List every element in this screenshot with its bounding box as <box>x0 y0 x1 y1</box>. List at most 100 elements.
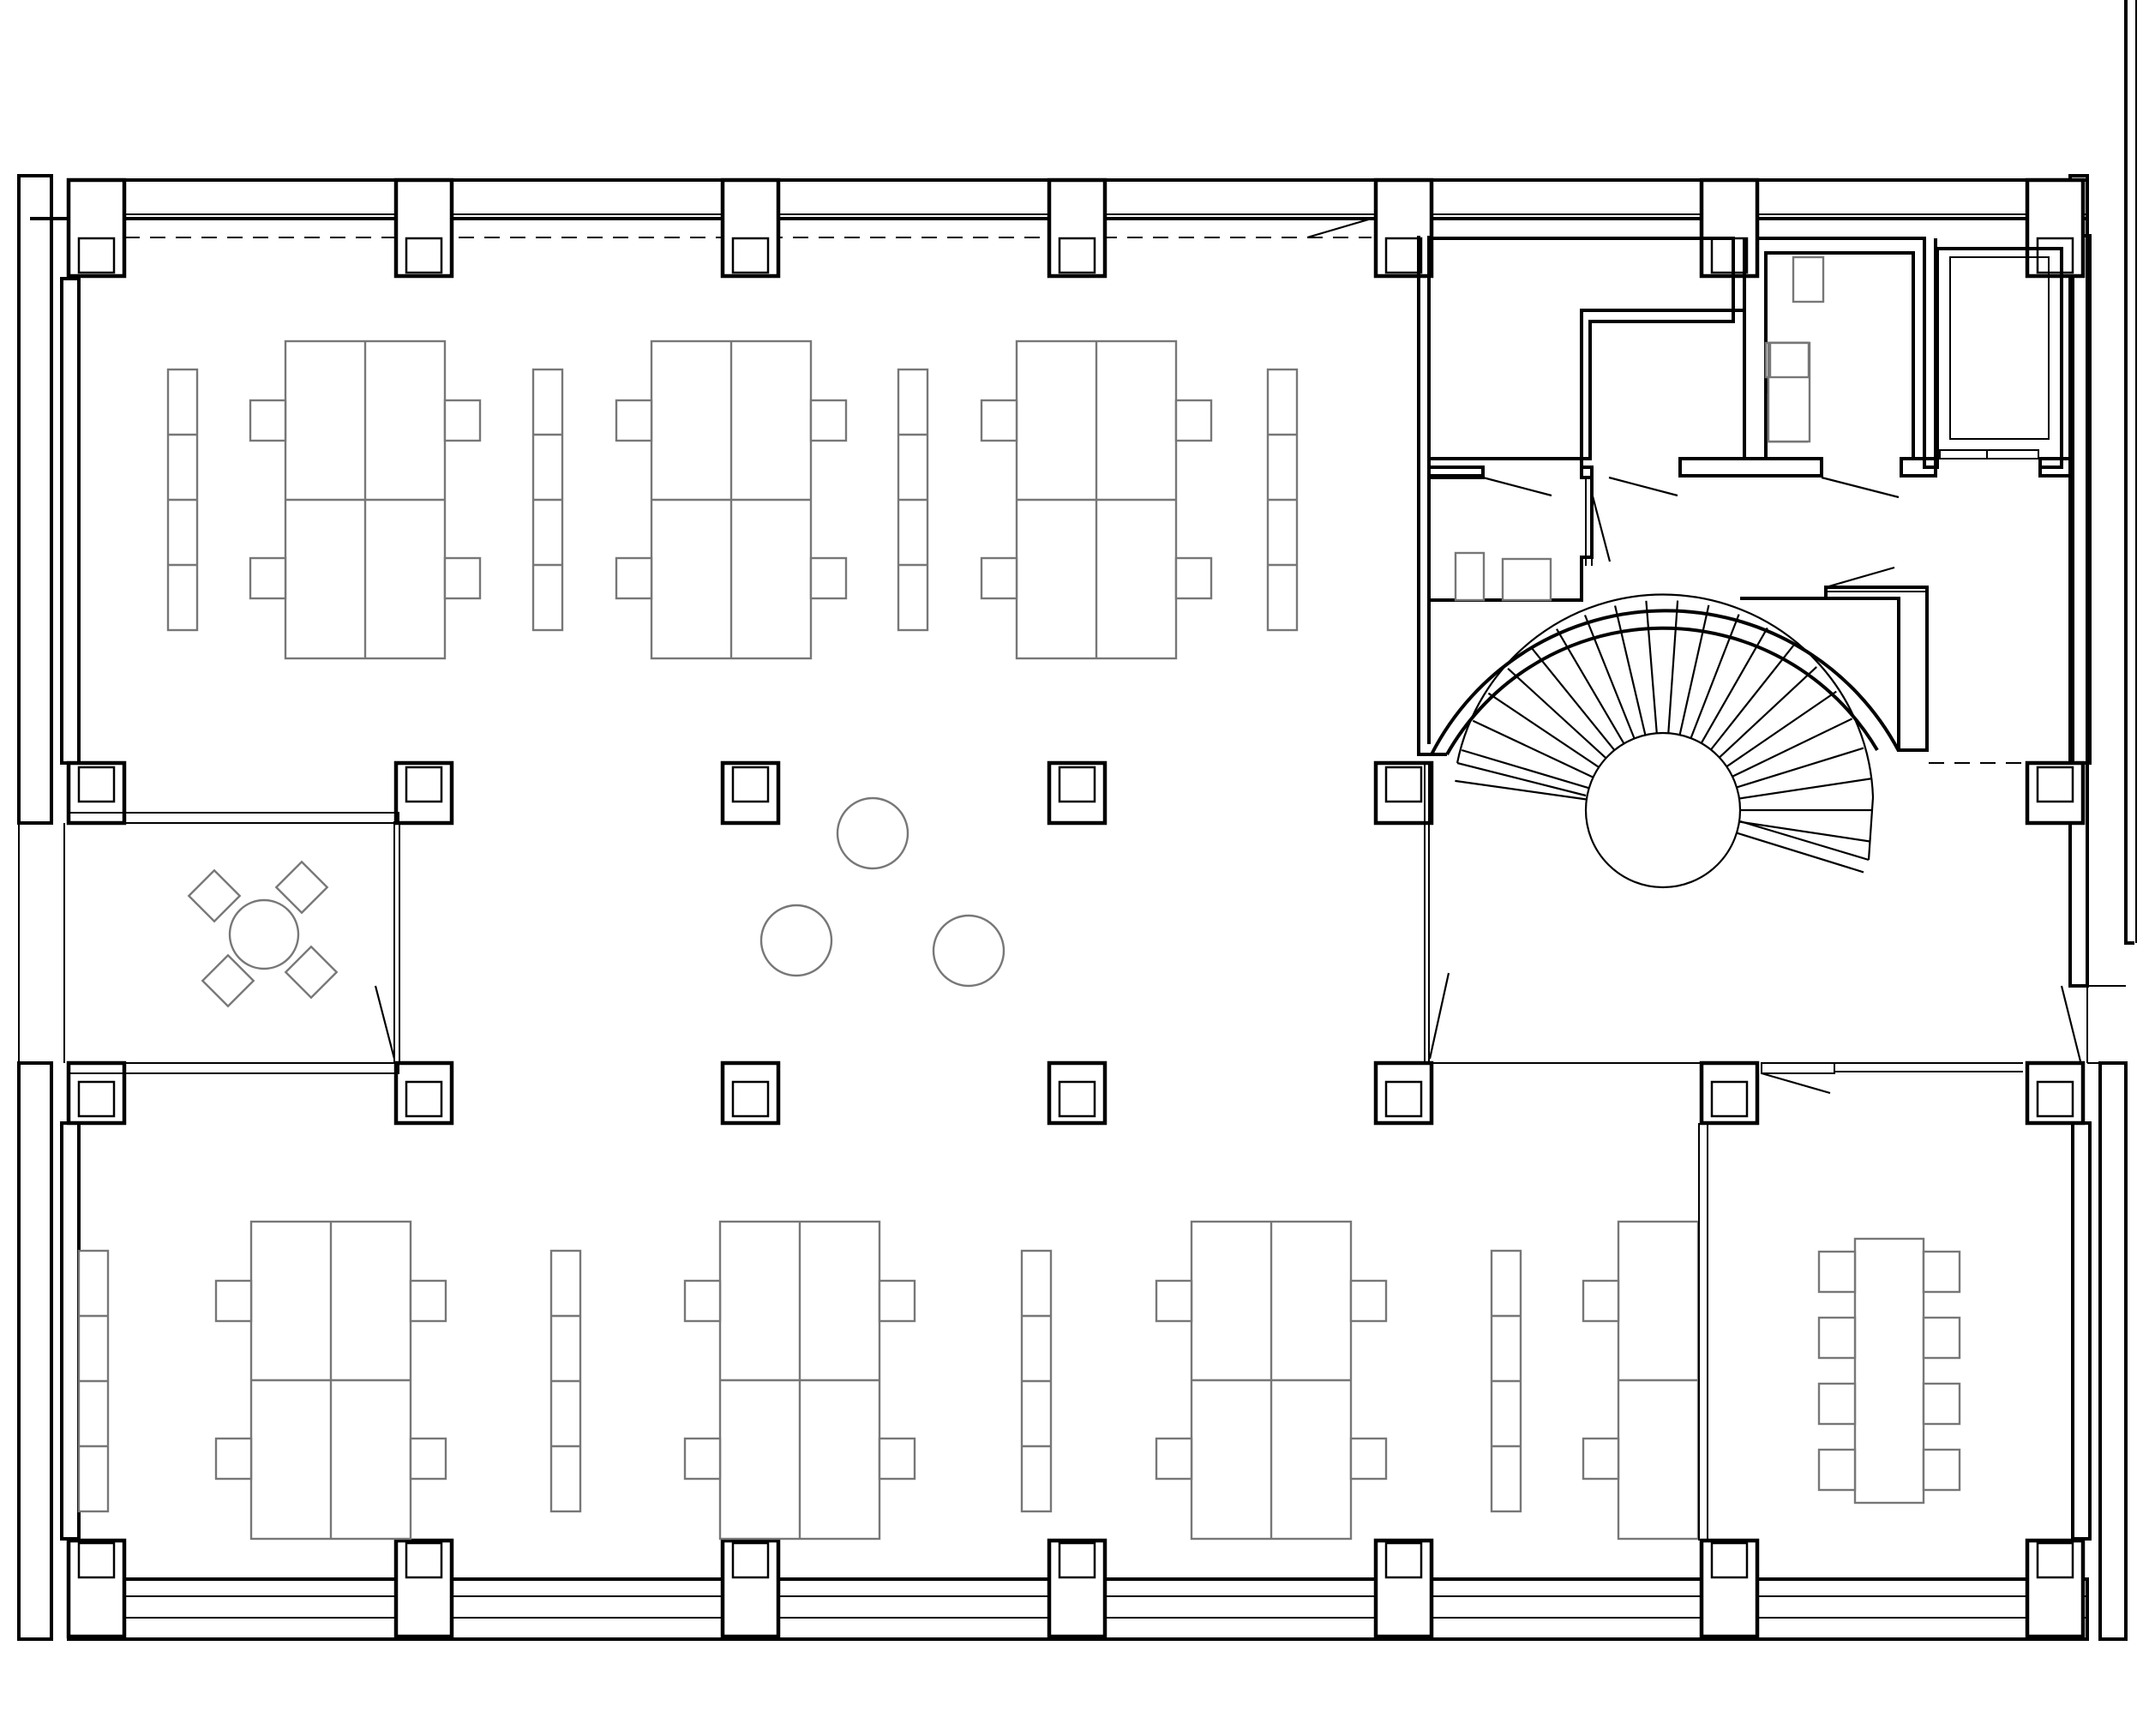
core-wall-west <box>1417 236 1447 756</box>
stair-tread <box>1556 628 1625 744</box>
shelf-unit <box>166 368 199 632</box>
lounge-stools <box>759 796 1005 988</box>
column-core <box>2036 1080 2074 1118</box>
stair-tread <box>1456 761 1587 797</box>
chair <box>1817 1250 1857 1294</box>
column-core <box>405 1541 443 1579</box>
chair <box>443 399 482 442</box>
stair-tread <box>1719 666 1817 759</box>
east-wall-lower <box>2071 1121 2092 1541</box>
column <box>720 760 781 826</box>
service-core <box>1417 236 2074 1064</box>
chair <box>1174 399 1213 442</box>
stair-outer-wall <box>1445 626 1879 755</box>
column-core <box>1384 766 1423 803</box>
nook-glass-wall-top <box>68 812 399 824</box>
corridor-wall-segment <box>1427 466 1485 479</box>
column-core <box>731 766 770 803</box>
north-office-furniture <box>166 339 1299 660</box>
column-core <box>2036 766 2074 803</box>
column-core <box>405 1080 443 1118</box>
column <box>1373 1060 1434 1126</box>
column-core <box>405 766 443 803</box>
column-core <box>77 1080 116 1118</box>
column <box>1047 1538 1108 1639</box>
shelf-unit <box>1266 368 1299 632</box>
desk-cluster <box>615 339 848 660</box>
column-core <box>1384 237 1423 274</box>
column-core <box>77 766 116 803</box>
chair <box>615 556 653 600</box>
column-core <box>731 1080 770 1118</box>
chair <box>409 1279 447 1323</box>
corridor-wall-segment <box>1678 457 1823 478</box>
stair-tread <box>1736 747 1864 789</box>
column <box>1373 760 1434 826</box>
door-swing <box>1825 566 1895 589</box>
stair-tread <box>1710 645 1795 751</box>
round-table <box>228 898 300 970</box>
door-swing <box>1821 476 1900 499</box>
conference-door-swing <box>1761 1072 1831 1095</box>
utility-fixture <box>1454 551 1486 602</box>
column-core <box>1058 1080 1096 1118</box>
round-stool <box>759 904 833 977</box>
towel-rack <box>1768 341 1810 379</box>
chair <box>683 1437 722 1481</box>
chair <box>443 556 482 600</box>
column-core <box>731 1541 770 1579</box>
door-swing <box>1590 492 1612 562</box>
column-core <box>1058 1541 1096 1579</box>
column <box>2025 177 2086 279</box>
column-core <box>1058 237 1096 274</box>
column-core <box>2036 237 2074 274</box>
chair <box>1922 1448 1961 1492</box>
shelf-unit <box>1490 1249 1522 1513</box>
stair-tread <box>1736 832 1864 874</box>
north-door-swing <box>1306 217 1372 239</box>
chair <box>1155 1279 1193 1323</box>
east-adjacent-wall <box>2124 0 2134 945</box>
chair <box>1817 1382 1857 1426</box>
chair <box>1922 1382 1961 1426</box>
shelving-units <box>77 1249 1522 1513</box>
round-stool <box>932 914 1005 988</box>
shelf-unit <box>1020 1249 1053 1513</box>
column-core <box>2036 1541 2074 1579</box>
column-core <box>77 1541 116 1579</box>
stair-tread <box>1738 778 1871 800</box>
conference-door-swing-east <box>2060 985 2082 1062</box>
stair-tread <box>1487 692 1600 768</box>
corridor-wall-segment <box>1900 457 1937 478</box>
chair <box>274 860 329 915</box>
column <box>66 760 127 826</box>
chair <box>1922 1316 1961 1360</box>
chair <box>201 953 255 1008</box>
landing-wall-2 <box>1824 586 1929 752</box>
stair-tread <box>1529 646 1616 751</box>
east-buttress-lower <box>2098 1061 2128 1641</box>
core-room-1 <box>1429 237 1735 460</box>
chair <box>1349 1279 1388 1323</box>
sink <box>1792 255 1825 303</box>
chair <box>214 1437 253 1481</box>
column <box>393 1060 454 1126</box>
shelving-units <box>166 368 1299 632</box>
chair <box>1174 556 1213 600</box>
column <box>393 760 454 826</box>
shelf-unit <box>897 368 929 632</box>
column-core <box>1058 766 1096 803</box>
shaft-inner <box>1949 256 2050 440</box>
stair-tread <box>1739 820 1870 862</box>
chair <box>1817 1316 1857 1360</box>
conference-room <box>1698 985 2082 1541</box>
stair-tread <box>1726 690 1837 768</box>
column-core <box>1710 1080 1749 1118</box>
chair <box>980 399 1018 442</box>
chair <box>214 1279 253 1323</box>
stair-tread <box>1583 615 1636 739</box>
chair <box>683 1279 722 1323</box>
column-core <box>1384 1541 1423 1579</box>
column <box>66 177 127 279</box>
